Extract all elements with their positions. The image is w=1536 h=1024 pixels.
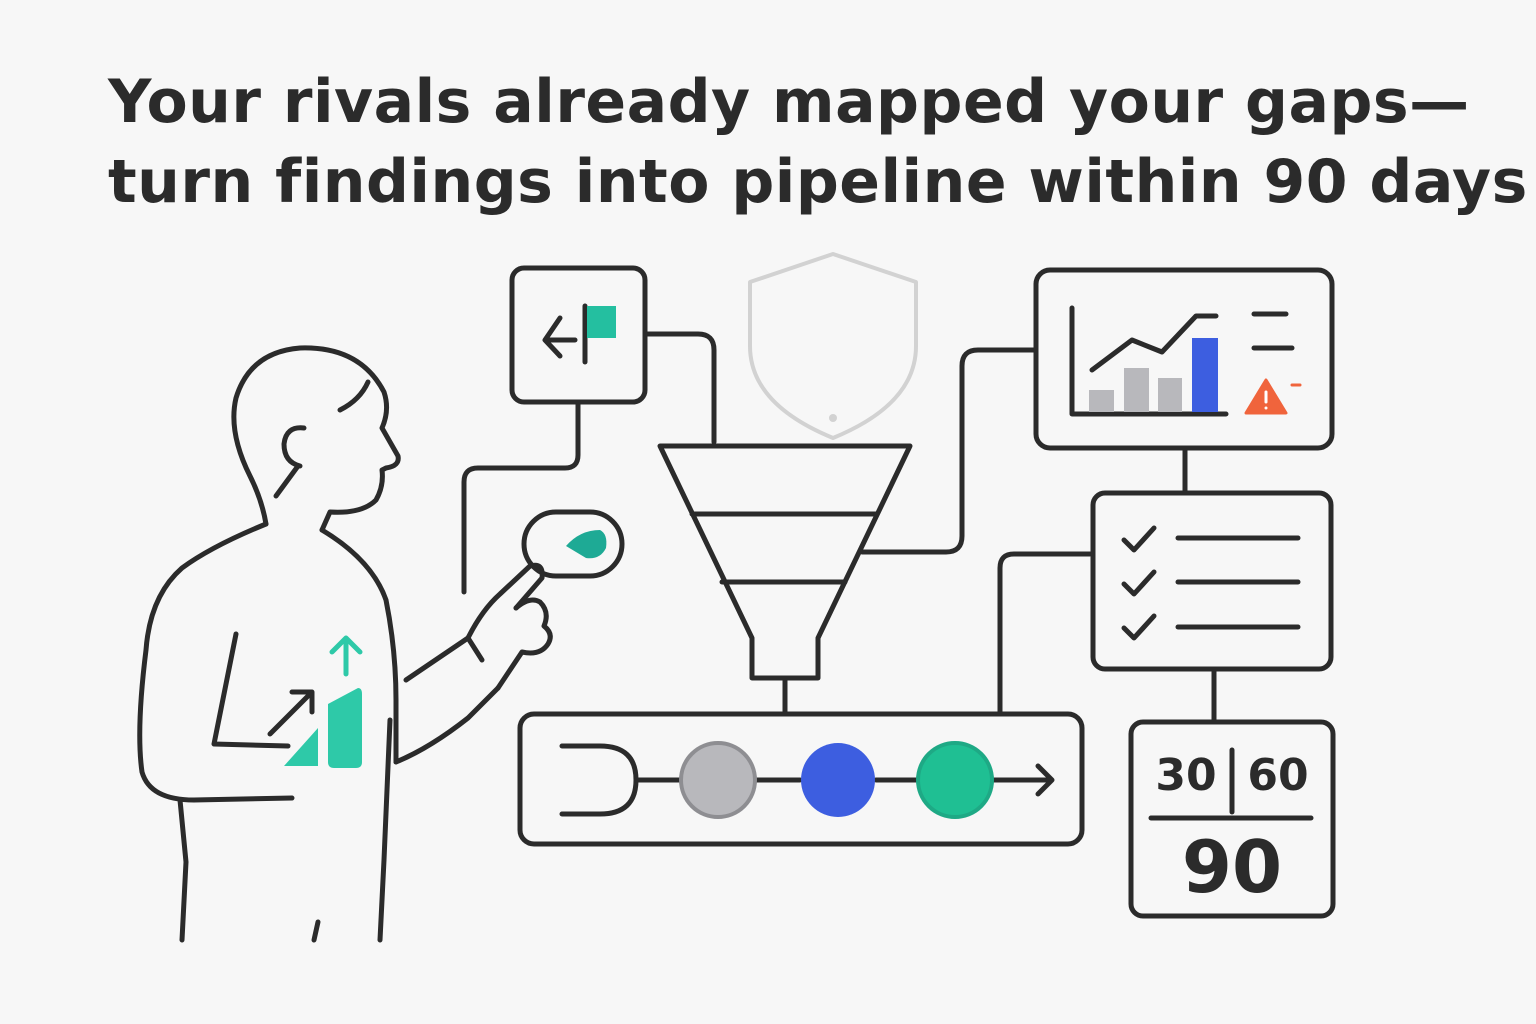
- pipeline-stage-2: [801, 743, 875, 817]
- timeline-label-60: 60: [1247, 750, 1308, 801]
- headline: Your rivals already mapped your gaps— tu…: [108, 62, 1528, 222]
- pipeline-stage-3: [916, 741, 994, 819]
- checklist-icon: [1090, 490, 1334, 672]
- warning-icon: [1244, 378, 1302, 415]
- connector-lines: [461, 331, 1217, 725]
- headline-line-1: Your rivals already mapped your gaps—: [108, 67, 1470, 137]
- pipeline-icon: [517, 711, 1085, 847]
- timeline-box: [1128, 719, 1336, 919]
- shield-icon: [748, 252, 918, 440]
- timeline-label-90: 90: [1182, 825, 1282, 909]
- timeline-label-30: 30: [1155, 750, 1216, 801]
- chart-icon: [1033, 267, 1335, 451]
- headline-line-2: turn findings into pipeline within 90 da…: [108, 147, 1528, 217]
- funnel-icon: [657, 443, 913, 681]
- person-illustration: [137, 345, 625, 943]
- growth-icon: [267, 635, 363, 768]
- flag-icon: [509, 265, 648, 405]
- pipeline-stage-1: [679, 741, 757, 819]
